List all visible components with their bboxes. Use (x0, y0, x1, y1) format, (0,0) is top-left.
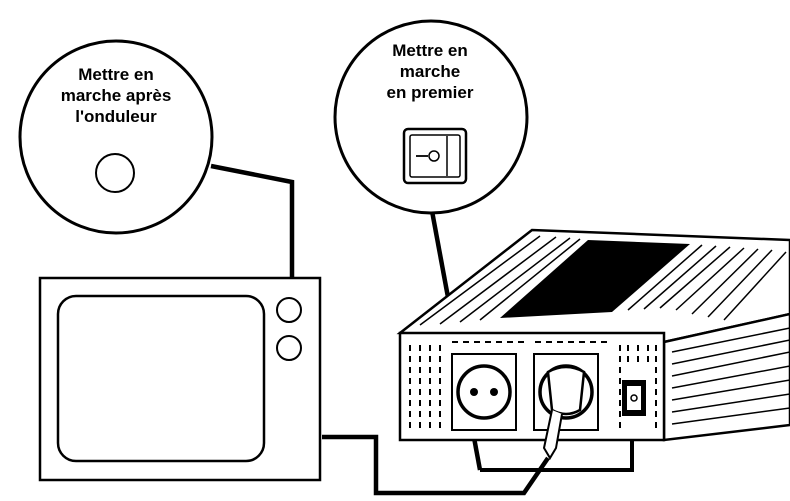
callout-circle-left (18, 39, 214, 235)
tv-screen (56, 294, 266, 463)
inverter (396, 228, 790, 460)
callout-circle-right (333, 19, 529, 215)
inverter-rocker-switch-icon (622, 380, 646, 416)
callout-label-right: Mettre en marche en premier (350, 40, 510, 103)
schuko-outlet-icon (451, 353, 517, 431)
tv-power-knob-icon (95, 153, 135, 193)
television (38, 276, 322, 482)
rocker-switch-icon (402, 127, 468, 185)
tv-knob-bottom-icon (276, 335, 302, 361)
callout-label-left: Mettre en marche après l'onduleur (28, 64, 204, 127)
callout-right-line-1: Mettre en (392, 41, 468, 60)
callout-left-line-1: Mettre en (78, 65, 154, 84)
power-plug-icon (542, 365, 586, 460)
cable-inverter-switch (480, 428, 634, 472)
tv-knob-top-icon (276, 297, 302, 323)
cable-tv-power (322, 434, 550, 496)
callout-right-line-3: en premier (386, 83, 474, 102)
cable-tv-callout (210, 163, 295, 293)
callout-left-line-3: l'onduleur (75, 107, 157, 126)
callout-right-line-2: marche (399, 62, 461, 81)
callout-left-line-2: marche après (60, 86, 172, 105)
